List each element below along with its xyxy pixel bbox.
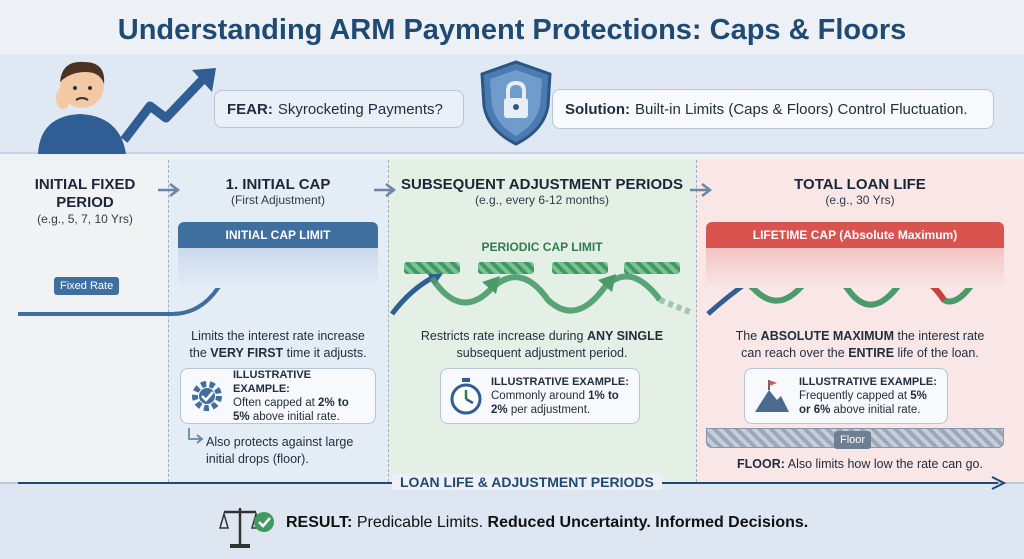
fear-text: Skyrocketing Payments? [277, 100, 443, 118]
solution-callout: Solution: Built-in Limits (Caps & Floors… [552, 89, 994, 129]
next-arrow-icon [158, 183, 181, 197]
shield-lock-icon [480, 60, 552, 146]
example-box: ILLUSTRATIVE EXAMPLE: Commonly around 1%… [440, 368, 640, 424]
stage-heading: SUBSEQUENT ADJUSTMENT PERIODS [401, 176, 683, 193]
page-title: Understanding ARM Payment Protections: C… [117, 14, 907, 46]
solution-text: Built-in Limits (Caps & Floors) Control … [634, 100, 968, 118]
stage-initial-cap [168, 160, 388, 482]
periodic-cap-segment [478, 262, 534, 274]
stage-heading: TOTAL LOAN LIFE [794, 176, 926, 193]
stage-subheading: (e.g., every 6-12 months) [474, 193, 610, 207]
stage-description: The ABSOLUTE MAXIMUM the interest rate c… [735, 329, 985, 360]
stage-description: Limits the interest rate increase the VE… [189, 329, 367, 360]
periodic-cap-label: PERIODIC CAP LIMIT [481, 240, 603, 254]
cap-shade [178, 248, 378, 288]
stopwatch-icon [450, 378, 482, 415]
stage-heading: INITIAL FIXED PERIOD [34, 176, 136, 211]
stage-heading: 1. INITIAL CAP [225, 176, 331, 193]
note-arrow-icon [188, 428, 204, 444]
fixed-rate-badge: Fixed Rate [54, 277, 120, 295]
stage-subsequent [388, 160, 696, 482]
stage-fixed-period [0, 160, 168, 482]
rising-arrow-icon [120, 68, 216, 143]
next-arrow-icon [374, 183, 397, 197]
periodic-cap-segment [404, 262, 460, 274]
stage-subheading: (First Adjustment) [230, 193, 326, 207]
next-arrow-icon [690, 183, 713, 197]
stage-description: Restricts rate increase during ANY SINGL… [420, 329, 664, 360]
floor-badge: Floor [834, 431, 872, 449]
cap-shade [706, 248, 1004, 288]
balance-scale-icon [219, 508, 274, 548]
axis-label: LOAN LIFE & ADJUSTMENT PERIODS [392, 474, 662, 490]
result-text: RESULT: Predicable Limits. Reduced Uncer… [286, 514, 809, 531]
stage-subheading: (e.g., 30 Yrs) [825, 193, 895, 207]
floor-note: FLOOR: Also limits how low the rate can … [737, 457, 983, 471]
mountain-flag-icon [755, 380, 789, 412]
stage-subheading: (e.g., 5, 7, 10 Yrs) [37, 212, 133, 226]
solution-label: Solution: [565, 100, 630, 118]
periodic-cap-segment [624, 262, 680, 274]
example-box: ILLUSTRATIVE EXAMPLE: Often capped at 2%… [180, 368, 376, 424]
fear-callout: FEAR: Skyrocketing Payments? [214, 90, 464, 128]
divider [388, 160, 389, 482]
floor-note: Also protects against large initial drop… [206, 435, 354, 466]
fear-label: FEAR: [227, 100, 273, 118]
initial-cap-bar: INITIAL CAP LIMIT [178, 222, 378, 248]
periodic-cap-segment [552, 262, 608, 274]
worried-person-icon [38, 61, 126, 154]
lifetime-cap-bar: LIFETIME CAP (Absolute Maximum) [706, 222, 1004, 248]
divider [168, 160, 169, 482]
example-box: ILLUSTRATIVE EXAMPLE: Frequently capped … [744, 368, 948, 424]
gear-icon [192, 381, 222, 411]
divider [696, 160, 697, 482]
